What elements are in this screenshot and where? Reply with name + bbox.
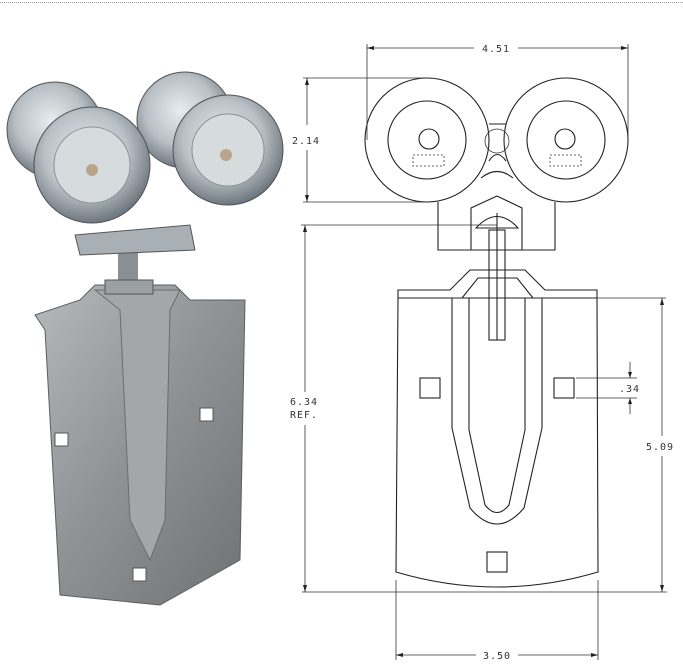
dim-height-overall-note: REF. [290, 410, 318, 421]
top-divider [0, 2, 683, 3]
dim-wheel-height: 2.14 [292, 136, 320, 147]
dim-bracket-width: 3.50 [483, 651, 511, 662]
technical-drawing: 4.51 2.14 6.34 REF. 5.09 .34 3.50 [290, 44, 674, 662]
dim-width-overall: 4.51 [482, 44, 510, 55]
dim-height-overall: 6.34 [290, 397, 318, 408]
dim-hole-size: .34 [619, 384, 640, 395]
product-photo [6, 71, 284, 606]
dim-bracket-height: 5.09 [646, 442, 674, 453]
